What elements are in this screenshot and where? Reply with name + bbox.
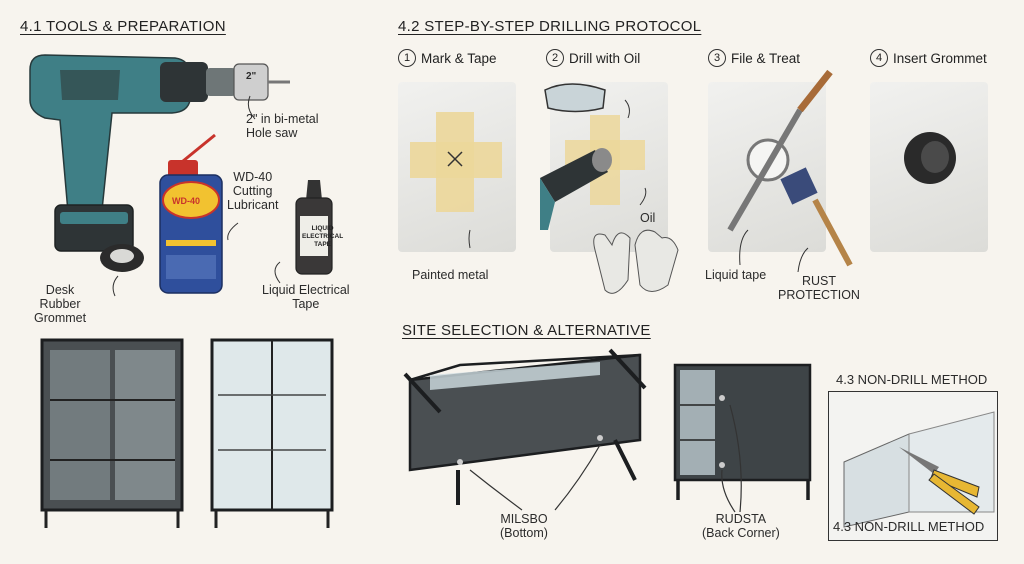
cabinet-icon bbox=[403, 348, 647, 505]
file-icon bbox=[727, 69, 833, 232]
hole-saw-icon bbox=[233, 63, 290, 101]
rudsta-label: RUDSTA(Back Corner) bbox=[702, 512, 780, 540]
drill-icon bbox=[29, 54, 236, 252]
hole-saw-mark: 2" bbox=[246, 71, 257, 82]
tape-bottle-icon bbox=[295, 180, 333, 275]
gloves-icon bbox=[593, 229, 679, 294]
oil-label: Oil bbox=[640, 211, 656, 225]
section-tools-title: 4.1 TOOLS & PREPARATION bbox=[20, 18, 226, 35]
cabinet-icon bbox=[210, 338, 334, 528]
grommet-icon bbox=[904, 132, 956, 184]
cabinet-icon bbox=[40, 338, 184, 528]
grommet-icon bbox=[100, 244, 144, 272]
goggles-icon bbox=[544, 83, 606, 113]
nondrill-title-top: 4.3 NON-DRILL METHOD bbox=[836, 372, 988, 387]
liquid-tape-label: Liquid tape bbox=[705, 268, 767, 282]
section-protocol-title: 4.2 STEP-BY-STEP DRILLING PROTOCOL bbox=[398, 18, 702, 35]
painted-metal-label: Painted metal bbox=[412, 268, 489, 282]
brush-icon bbox=[780, 167, 853, 267]
milsbo-label: MILSBO(Bottom) bbox=[500, 512, 548, 540]
nondrill-title-bottom: 4.3 NON-DRILL METHOD bbox=[833, 519, 985, 534]
cabinet-icon bbox=[673, 363, 812, 500]
section-site-title: SITE SELECTION & ALTERNATIVE bbox=[402, 322, 651, 339]
can-brand: WD-40 bbox=[172, 196, 201, 206]
tin-snips-icon bbox=[899, 447, 980, 515]
tape-cross-icon bbox=[410, 112, 502, 212]
wd40-can-icon bbox=[159, 133, 223, 294]
nondrill-illustration bbox=[843, 411, 995, 528]
nondrill-panel: 4.3 NON-DRILL METHOD bbox=[828, 391, 998, 541]
drill-icon bbox=[540, 148, 612, 230]
